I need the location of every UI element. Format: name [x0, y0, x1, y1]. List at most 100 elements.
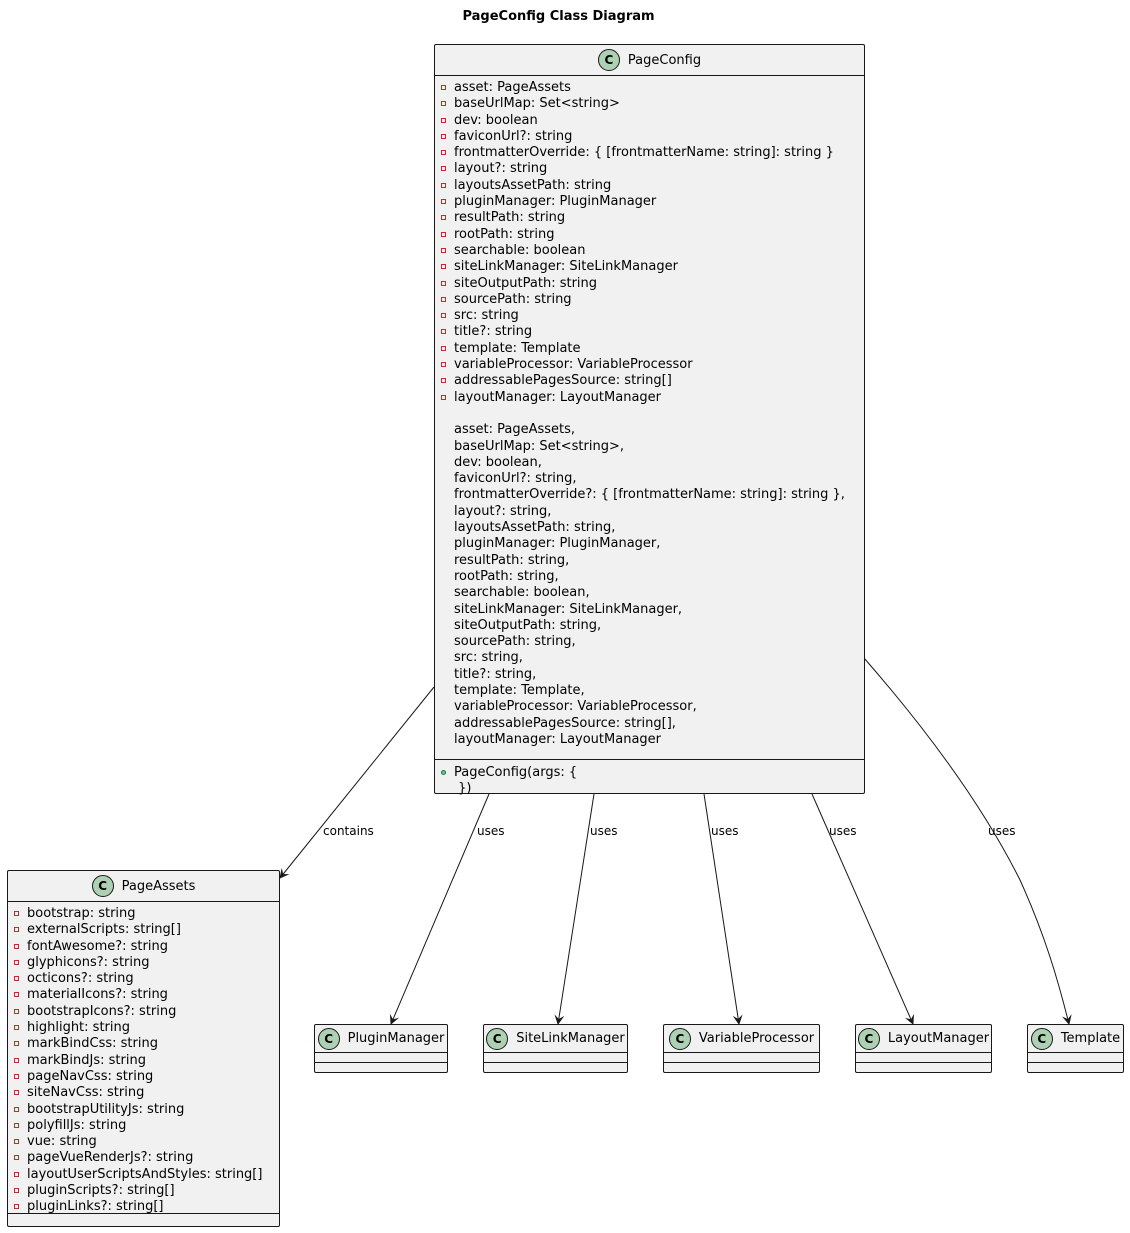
field-row: rootPath: string — [435, 227, 864, 243]
private-marker — [441, 313, 446, 319]
arg-text: resultPath: string, — [454, 552, 570, 568]
field-text: siteLinkManager: SiteLinkManager — [454, 259, 678, 275]
field-row: pageVueRenderJs?: string — [8, 1150, 279, 1166]
field-text: glyphicons?: string — [27, 954, 150, 970]
class-icon: C — [91, 875, 114, 897]
arg-text: variableProcessor: VariableProcessor, — [454, 699, 697, 715]
field-row: frontmatterOverride: { [frontmatterName:… — [435, 145, 864, 161]
private-marker — [441, 133, 446, 139]
field-text: polyfillJs: string — [27, 1117, 127, 1133]
class-header: C PageConfig — [435, 45, 864, 76]
private-marker — [441, 264, 446, 270]
private-marker — [441, 215, 446, 221]
field-text: template: Template — [454, 340, 581, 356]
diagram-title: PageConfig Class Diagram — [462, 9, 655, 24]
field-text: vue: string — [27, 1134, 97, 1150]
field-text: fontAwesome?: string — [27, 938, 168, 954]
field-row: addressablePagesSource: string[] — [435, 373, 864, 389]
edge-label-uses-sitelinkmanager: uses — [590, 824, 618, 838]
field-row: octicons?: string — [8, 971, 279, 987]
arg-row: layout?: string, — [435, 504, 864, 520]
class-name: LayoutManager — [887, 1031, 990, 1046]
arg-text: siteLinkManager: SiteLinkManager, — [454, 601, 683, 617]
field-text: pluginManager: PluginManager — [454, 194, 657, 210]
arg-text: searchable: boolean, — [454, 585, 590, 601]
arg-text: title?: string, — [454, 666, 537, 682]
field-text: layoutManager: LayoutManager — [454, 389, 662, 405]
field-text: searchable: boolean — [454, 242, 586, 258]
arg-row: searchable: boolean, — [435, 585, 864, 601]
edge-contains-pageassets — [279, 686, 435, 879]
private-marker — [441, 362, 446, 368]
arg-row: pluginManager: PluginManager, — [435, 536, 864, 552]
private-marker — [14, 992, 19, 998]
arg-row: frontmatterOverride?: { [frontmatterName… — [435, 487, 864, 503]
class-name: PageConfig — [627, 52, 702, 68]
field-text: pageNavCss: string — [27, 1068, 154, 1084]
arg-row: layoutManager: LayoutManager — [435, 732, 864, 748]
methods-section: PageConfig(args: { }) — [435, 760, 864, 798]
class-icon: C — [486, 1027, 509, 1050]
private-marker — [14, 1188, 19, 1194]
field-row: bootstrapIcons?: string — [8, 1004, 279, 1020]
field-row: siteOutputPath: string — [435, 276, 864, 292]
field-row: baseUrlMap: Set<string> — [435, 96, 864, 112]
field-text: layout?: string — [454, 161, 548, 177]
arg-text: baseUrlMap: Set<string>, — [454, 438, 624, 454]
arg-row: addressablePagesSource: string[], — [435, 716, 864, 732]
class-name: VariableProcessor — [698, 1031, 815, 1046]
field-text: pluginScripts?: string[] — [27, 1183, 175, 1199]
private-marker — [14, 927, 19, 933]
field-text: externalScripts: string[] — [27, 922, 181, 938]
arg-row: template: Template, — [435, 683, 864, 699]
field-text: markBindCss: string — [27, 1036, 158, 1052]
private-marker — [14, 1073, 19, 1079]
field-text: pageVueRenderJs?: string — [27, 1150, 194, 1166]
private-marker — [441, 117, 446, 123]
field-row: dev: boolean — [435, 113, 864, 129]
class-name: Template — [1060, 1031, 1121, 1046]
private-marker — [441, 329, 446, 335]
arg-text: asset: PageAssets, — [454, 422, 576, 438]
class-header: C LayoutManager — [856, 1025, 991, 1053]
field-text: dev: boolean — [454, 112, 538, 128]
private-marker — [14, 1008, 19, 1014]
field-text: title?: string — [454, 324, 533, 340]
fields-section — [664, 1053, 819, 1063]
field-text: resultPath: string — [454, 210, 566, 226]
class-icon: C — [857, 1027, 880, 1050]
field-row: polyfillJs: string — [8, 1118, 279, 1134]
private-marker — [441, 247, 446, 253]
private-marker — [14, 943, 19, 949]
field-row: resultPath: string — [435, 210, 864, 226]
field-row: siteNavCss: string — [8, 1085, 279, 1101]
field-text: baseUrlMap: Set<string> — [454, 96, 620, 112]
field-row: layoutManager: LayoutManager — [435, 390, 864, 406]
arg-row: rootPath: string, — [435, 569, 864, 585]
field-text: pluginLinks?: string[] — [27, 1199, 164, 1215]
arg-text: dev: boolean, — [454, 454, 542, 470]
edge-label-uses-pluginmanager: uses — [477, 824, 505, 838]
field-text: sourcePath: string — [454, 291, 572, 307]
field-row: pluginScripts?: string[] — [8, 1183, 279, 1199]
private-marker — [14, 959, 19, 965]
private-marker — [441, 231, 446, 237]
arg-text: template: Template, — [454, 682, 585, 698]
private-marker — [14, 1041, 19, 1047]
field-text: asset: PageAssets — [454, 80, 571, 95]
field-text: siteOutputPath: string — [454, 275, 598, 291]
private-marker — [14, 1106, 19, 1112]
method-row-continuation: }) — [454, 781, 472, 797]
edge-label-uses-layoutmanager: uses — [829, 824, 857, 838]
arg-text: layoutManager: LayoutManager — [454, 731, 662, 747]
class-header: C VariableProcessor — [664, 1025, 819, 1053]
field-text: materialIcons?: string — [27, 987, 168, 1003]
class-icon: C — [668, 1027, 691, 1050]
